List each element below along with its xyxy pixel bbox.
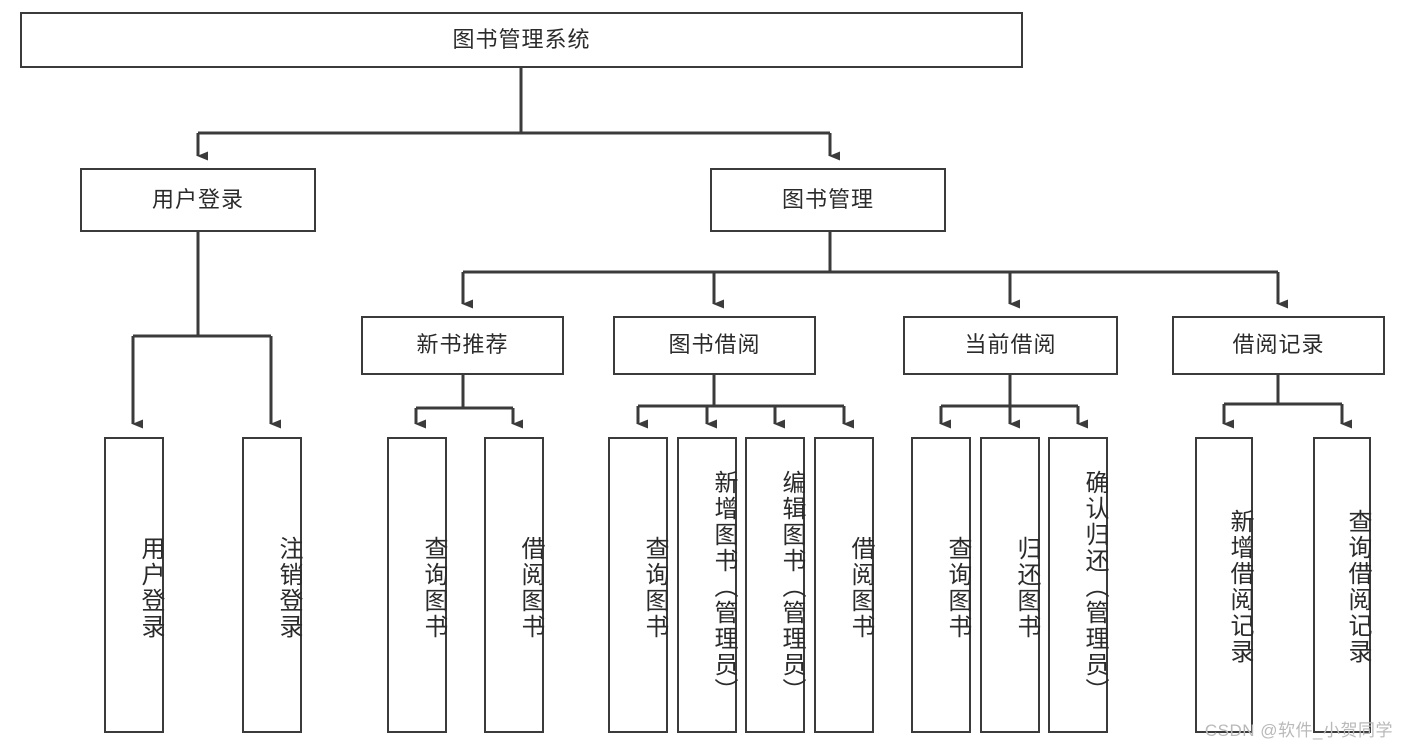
leaf-current-borrow-confirm-return[interactable]: 确认归还（管理员）: [1048, 437, 1108, 733]
node-label: 图书管理: [781, 186, 874, 212]
node-label: 用户登录: [137, 536, 164, 640]
node-label: 借阅图书: [517, 536, 544, 640]
node-label: 新增借阅记录: [1226, 509, 1253, 665]
node-label: 查询图书: [641, 536, 668, 640]
leaf-borrow-record-add[interactable]: 新增借阅记录: [1195, 437, 1253, 733]
leaf-new-book-borrow[interactable]: 借阅图书: [484, 437, 544, 733]
node-label: 新增图书（管理员）: [710, 470, 737, 704]
node-root-book-management-system[interactable]: 图书管理系统: [20, 12, 1023, 68]
leaf-user-login-signout[interactable]: 注销登录: [242, 437, 302, 733]
node-user-login[interactable]: 用户登录: [80, 168, 316, 232]
leaf-book-borrow-query[interactable]: 查询图书: [608, 437, 668, 733]
leaf-new-book-query[interactable]: 查询图书: [387, 437, 447, 733]
node-label: 查询借阅记录: [1344, 509, 1371, 665]
node-label: 图书管理系统: [452, 26, 591, 52]
node-label: 借阅记录: [1232, 332, 1325, 358]
leaf-current-borrow-query[interactable]: 查询图书: [911, 437, 971, 733]
node-label: 查询图书: [944, 536, 971, 640]
leaf-book-borrow-add[interactable]: 新增图书（管理员）: [677, 437, 737, 733]
csdn-watermark: CSDN @软件_小贺同学: [1204, 721, 1393, 740]
node-label: 用户登录: [151, 186, 244, 212]
node-label: 图书借阅: [668, 332, 761, 358]
node-label: 归还图书: [1013, 536, 1040, 640]
node-label: 编辑图书（管理员）: [778, 470, 805, 704]
node-current-borrow[interactable]: 当前借阅: [903, 316, 1118, 375]
leaf-book-borrow-edit[interactable]: 编辑图书（管理员）: [745, 437, 805, 733]
node-label: 借阅图书: [847, 536, 874, 640]
node-book-management[interactable]: 图书管理: [710, 168, 946, 232]
node-label: 新书推荐: [416, 332, 509, 358]
node-label: 查询图书: [420, 536, 447, 640]
node-label: 注销登录: [275, 536, 302, 640]
leaf-user-login-signin[interactable]: 用户登录: [104, 437, 164, 733]
node-book-borrow[interactable]: 图书借阅: [613, 316, 816, 375]
node-new-book-recommend[interactable]: 新书推荐: [361, 316, 564, 375]
leaf-borrow-record-query[interactable]: 查询借阅记录: [1313, 437, 1371, 733]
node-borrow-record[interactable]: 借阅记录: [1172, 316, 1385, 375]
leaf-current-borrow-return[interactable]: 归还图书: [980, 437, 1040, 733]
node-label: 当前借阅: [964, 332, 1057, 358]
node-label: 确认归还（管理员）: [1081, 470, 1108, 704]
leaf-book-borrow-borrow[interactable]: 借阅图书: [814, 437, 874, 733]
